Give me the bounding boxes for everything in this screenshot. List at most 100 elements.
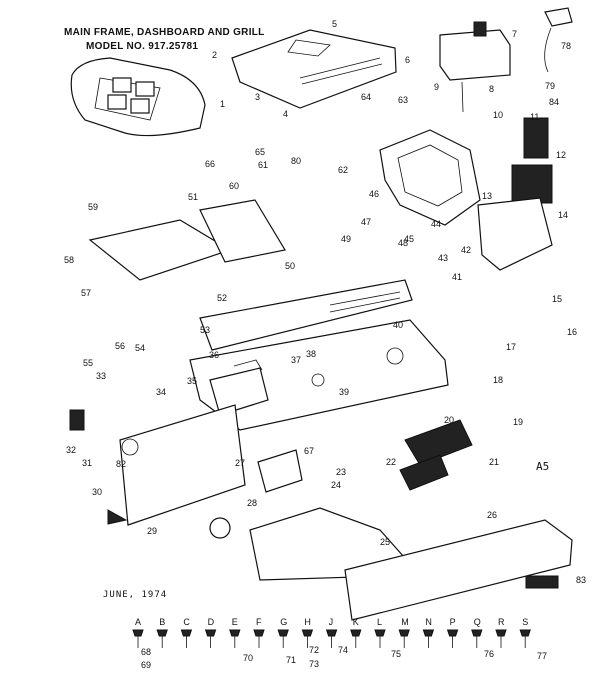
callout-56: 56 (115, 341, 125, 351)
callout-43: 43 (438, 253, 448, 263)
callout-18: 18 (493, 375, 503, 385)
hardware-ref-69: 69 (141, 660, 151, 670)
callout-79: 79 (545, 81, 555, 91)
callout-46: 46 (369, 189, 379, 199)
hardware-key-M: M (401, 617, 409, 627)
hardware-key-G: G (280, 617, 287, 627)
bolt-icon (446, 629, 459, 637)
hardware-key-H: H (304, 617, 311, 627)
hardware-Q: Q (471, 617, 483, 648)
bolt-icon (471, 629, 483, 637)
callout-36: 36 (209, 350, 219, 360)
callout-25: 25 (380, 537, 390, 547)
battery (209, 359, 269, 416)
floor-mats (257, 419, 473, 493)
callout-58: 58 (64, 255, 74, 265)
bolt-icon (422, 629, 435, 637)
bolt-icon (156, 629, 168, 637)
grill (477, 117, 553, 271)
hardware-key-L: L (377, 617, 382, 627)
floor-pan (88, 199, 286, 281)
hood-panel (231, 29, 397, 109)
seat (70, 57, 206, 137)
callout-40: 40 (393, 320, 403, 330)
hardware-J: J (325, 617, 338, 648)
callout-9: 9 (434, 82, 439, 92)
hardware-key-Q: Q (474, 617, 481, 627)
bolt-icon (374, 629, 386, 637)
callout-82: 82 (116, 459, 126, 469)
bolt-icon (277, 629, 289, 637)
callout-83: 83 (576, 575, 586, 585)
callout-31: 31 (82, 458, 92, 468)
callout-66: 66 (205, 159, 215, 169)
bolt-icon (180, 629, 193, 637)
callout-23: 23 (336, 467, 346, 477)
hardware-K: K (350, 617, 362, 648)
callout-64: 64 (361, 92, 371, 102)
callout-59: 59 (88, 202, 98, 212)
bolt-icon (350, 629, 362, 637)
callout-7: 7 (512, 29, 517, 39)
callout-8: 8 (489, 84, 494, 94)
callout-20: 20 (444, 415, 454, 425)
hardware-A: A (132, 617, 144, 648)
callout-45: 45 (404, 234, 414, 244)
bolt-icon (204, 629, 217, 637)
callout-63: 63 (398, 95, 408, 105)
hardware-D: D (204, 617, 217, 648)
callout-32: 32 (66, 445, 76, 455)
callout-14: 14 (558, 210, 568, 220)
hardware-key-N: N (425, 617, 432, 627)
bolt-icon (398, 629, 410, 637)
hardware-key-J: J (329, 617, 334, 627)
callout-33: 33 (96, 371, 106, 381)
callout-61: 61 (258, 160, 268, 170)
callout-44: 44 (431, 219, 441, 229)
hardware-ref-73: 73 (309, 659, 319, 669)
hardware-ref-71: 71 (286, 655, 296, 665)
callout-16: 16 (567, 327, 577, 337)
fuel-tank (439, 21, 511, 113)
callout-34: 34 (156, 387, 166, 397)
hardware-ref-72: 72 (309, 645, 319, 655)
pedal-and-hub (69, 409, 231, 539)
callout-65: 65 (255, 147, 265, 157)
hardware-ref-77: 77 (537, 651, 547, 661)
hardware-R: R (495, 617, 507, 648)
callout-21: 21 (489, 457, 499, 467)
diagram-title: MAIN FRAME, DASHBOARD AND GRILL (64, 27, 265, 38)
callout-53: 53 (200, 325, 210, 335)
warning-decal (107, 509, 128, 525)
callout-54: 54 (135, 343, 145, 353)
callout-80: 80 (291, 156, 301, 166)
bolt-icon (495, 629, 507, 637)
hardware-ref-76: 76 (484, 649, 494, 659)
callout-28: 28 (247, 498, 257, 508)
callout-41: 41 (452, 272, 462, 282)
callout-5: 5 (332, 19, 337, 29)
callout-38: 38 (306, 349, 316, 359)
model-number: MODEL NO. 917.25781 (86, 41, 199, 52)
hardware-key-C: C (183, 617, 190, 627)
callout-24: 24 (331, 480, 341, 490)
hardware-M: M (398, 617, 410, 648)
hardware-key-A: A (135, 617, 141, 627)
bolt-icon (253, 629, 265, 637)
hardware-F: F (253, 617, 265, 648)
callout-17: 17 (506, 342, 516, 352)
dashboard (379, 129, 481, 226)
side-panels (249, 507, 573, 621)
tank-bracket (544, 7, 573, 73)
hardware-key-B: B (159, 617, 165, 627)
hardware-key-K: K (353, 617, 359, 627)
callout-84: 84 (549, 97, 559, 107)
page-code: A5 (536, 460, 550, 473)
hardware-key-R: R (498, 617, 505, 627)
hardware-E: E (229, 617, 241, 648)
bolt-icon (519, 629, 531, 637)
callout-3: 3 (255, 92, 260, 102)
